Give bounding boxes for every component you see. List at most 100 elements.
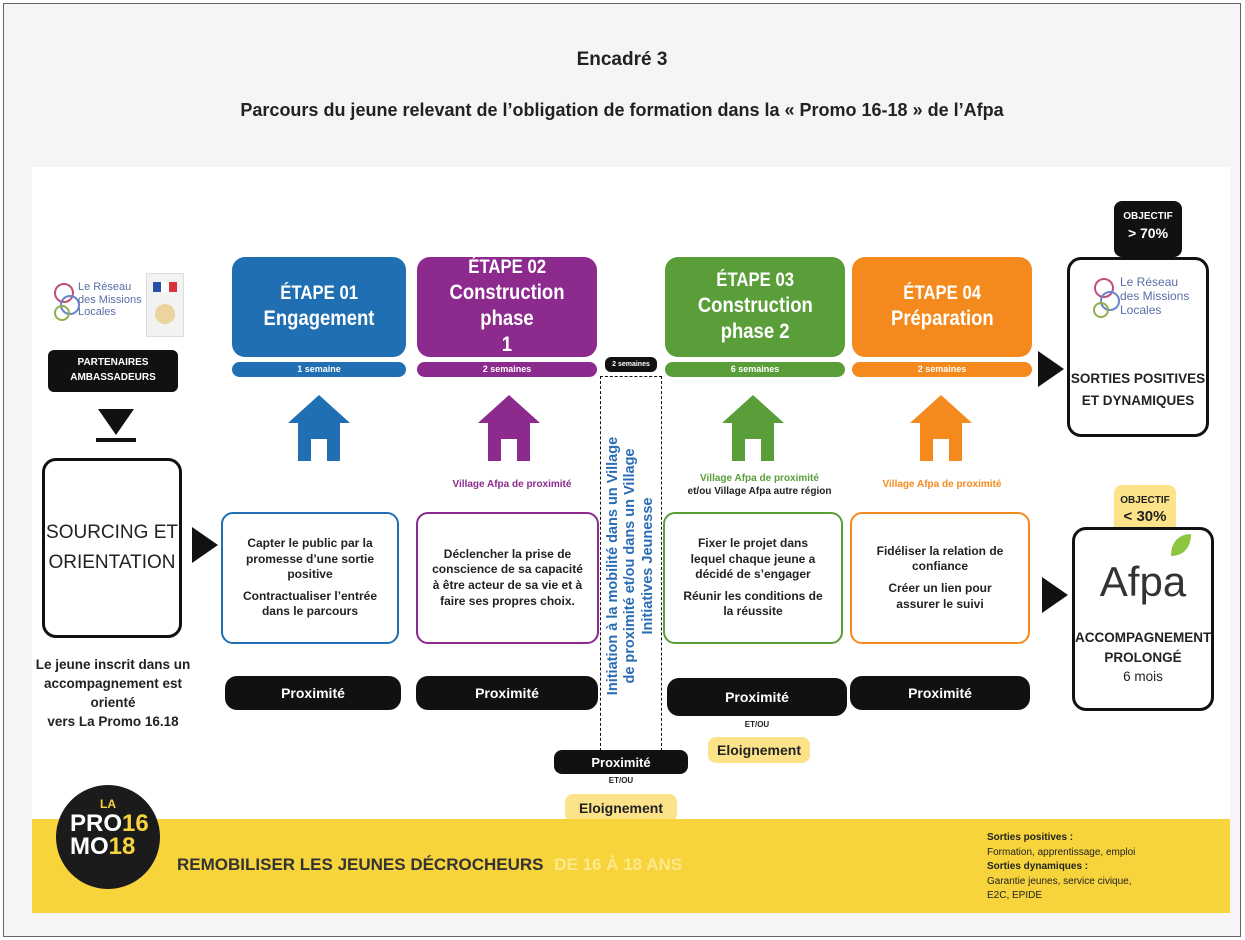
stage-2-desc-line: Déclencher la prise de conscience de sa … — [432, 546, 583, 608]
mobility-duration: 2 semaines — [605, 357, 657, 372]
slogan-text: REMOBILISER LES JEUNES DÉCROCHEURS — [177, 855, 544, 874]
stage-3-village-line: Village Afpa de proximité — [700, 473, 819, 484]
figure-title: Encadré 3 — [576, 49, 668, 70]
logo-line: Locales — [1120, 302, 1162, 317]
legend-heading: Sorties positives : — [987, 832, 1074, 843]
mobility-line: Initiation à la mobilité dans un Village — [604, 436, 621, 696]
mobility-box: Initiation à la mobilité dans un Village… — [600, 376, 662, 756]
leaf-icon — [1171, 534, 1191, 556]
stage-3-name-cont: phase 2 — [720, 319, 790, 343]
logo-swirl-icon — [1093, 278, 1120, 318]
promo-badge: LA PRO16 MO18 — [56, 785, 160, 889]
logo-line: des Missions — [1120, 288, 1190, 303]
stage-3-desc-line: Réunir les conditions de la réussite — [683, 588, 823, 619]
stage-4-proximity: Proximité — [850, 676, 1030, 710]
figure-frame: Encadré 3 Parcours du jeune relevant de … — [3, 3, 1241, 937]
footer-bar: REMOBILISER LES JEUNES DÉCROCHEURS DE 16… — [32, 819, 1230, 913]
arrow-down-icon — [98, 409, 134, 435]
stage-3-duration: 6 semaines — [665, 362, 845, 377]
stage-3-desc-line: Fixer le projet dans lequel chaque jeune… — [690, 536, 816, 582]
support-line: PROLONGÉ — [1104, 649, 1182, 665]
legend-text: E2C, EPIDE — [987, 890, 1043, 901]
objective-2-value: < 30% — [1123, 508, 1167, 525]
stage-4-desc-line: Fidéliser la relation de confiance — [876, 543, 1004, 574]
note-line: orienté — [90, 694, 136, 710]
logo-swirl-icon — [54, 283, 80, 321]
mobility-line: de proximité et/ou dans un Village — [622, 448, 639, 684]
sourcing-line: SOURCING ET — [46, 521, 178, 543]
stage-3-header: ÉTAPE 03 Construction phase 2 — [665, 257, 845, 357]
stage-3-proximity: Proximité — [667, 678, 847, 716]
mobility-proximity: Proximité — [554, 750, 688, 774]
house-icon — [910, 395, 972, 461]
badge-mo: MO — [70, 832, 109, 860]
stage-1-number: ÉTAPE 01 — [280, 283, 358, 304]
partners-badge: PARTENAIRES AMBASSADEURS — [48, 350, 178, 392]
sourcing-line: ORIENTATION — [48, 552, 176, 573]
mobility-line: Initiatives Jeunesse — [639, 497, 656, 635]
stage-1-description: Capter le public par la promesse d’une s… — [221, 512, 399, 644]
house-icon — [722, 395, 784, 461]
badge-18: 18 — [108, 832, 136, 860]
stage-3-etou: ET/OU — [744, 720, 770, 729]
partners-line: AMBASSADEURS — [70, 372, 156, 383]
objective-1-badge: OBJECTIF > 70% — [1114, 201, 1182, 257]
logo-line: Le Réseau — [78, 281, 132, 293]
diagram-canvas: Le Réseau des Missions Locales PARTENAIR… — [32, 167, 1230, 913]
stage-1-desc-line: Contractualiser l’entrée dans le parcour… — [242, 588, 378, 619]
stage-3-village: Village Afpa de proximité et/ou Village … — [672, 473, 847, 497]
note-line: vers La Promo 16.18 — [47, 713, 179, 729]
objective-1-label: OBJECTIF — [1123, 211, 1173, 222]
positive-exits-box: Le Réseau des Missions Locales SORTIES P… — [1067, 257, 1209, 437]
exits-line: SORTIES POSITIVES — [1070, 371, 1206, 386]
stage-4-number: ÉTAPE 04 — [903, 283, 981, 304]
legend-text: Garantie jeunes, service civique, — [987, 875, 1132, 887]
stage-2-village: Village Afpa de proximité — [452, 479, 572, 490]
sourcing-box: SOURCING ET ORIENTATION — [42, 458, 182, 638]
badge-la: LA — [100, 797, 116, 811]
stage-1-header: ÉTAPE 01 Engagement — [232, 257, 406, 357]
arrow-down-bar — [96, 438, 136, 442]
exits-line: ET DYNAMIQUES — [1081, 392, 1195, 408]
stage-1-proximity: Proximité — [225, 676, 401, 710]
logo-line: Le Réseau — [1120, 275, 1179, 289]
legend-text: Formation, apprentissage, emploi — [987, 846, 1136, 858]
logo-line: des Missions — [78, 293, 142, 306]
stage-3-description: Fixer le projet dans lequel chaque jeune… — [663, 512, 843, 644]
arrow-right-icon — [1038, 351, 1064, 387]
partners-line: PARTENAIRES — [77, 357, 149, 368]
stage-2-number: ÉTAPE 02 — [468, 256, 546, 278]
stage-4-village: Village Afpa de proximité — [882, 479, 1002, 490]
note-line: accompagnement est — [43, 675, 183, 691]
stage-4-duration: 2 semaines — [852, 362, 1032, 377]
legend-heading: Sorties dynamiques : — [987, 861, 1089, 872]
stage-3-eloignement: Eloignement — [708, 737, 810, 763]
support-line: ACCOMPAGNEMENT — [1075, 630, 1212, 645]
prolonged-support-box: Afpa ACCOMPAGNEMENT PROLONGÉ 6 mois — [1072, 527, 1214, 711]
stage-2-name: Construction phase — [449, 280, 565, 330]
support-line: 6 mois — [1123, 669, 1163, 685]
badge-pro: PRO — [70, 810, 123, 837]
house-icon — [478, 395, 540, 461]
house-icon — [288, 395, 350, 461]
exits-legend: Sorties positives : Formation, apprentis… — [987, 831, 1227, 904]
missions-locales-logo: Le Réseau des Missions Locales — [48, 267, 188, 342]
orientation-note: Le jeune inscrit dans un accompagnement … — [32, 656, 194, 732]
stage-4-desc-line: Créer un lien pour assurer le suivi — [888, 581, 992, 611]
slogan: REMOBILISER LES JEUNES DÉCROCHEURS DE 16… — [177, 855, 682, 875]
arrow-right-icon — [192, 527, 218, 563]
stage-2-duration: 2 semaines — [417, 362, 597, 377]
figure-subtitle: Parcours du jeune relevant de l’obligati… — [240, 100, 1004, 120]
objective-2-label: OBJECTIF — [1120, 495, 1170, 506]
stage-1-duration: 1 semaine — [232, 362, 406, 377]
afpa-logo: Afpa — [1099, 558, 1187, 605]
objective-1-value: > 70% — [1127, 225, 1169, 241]
stage-3-number: ÉTAPE 03 — [716, 269, 794, 291]
stage-2-proximity: Proximité — [416, 676, 598, 710]
badge-16: 16 — [122, 810, 149, 837]
stage-4-description: Fidéliser la relation de confiance Créer… — [850, 512, 1030, 644]
stage-2-header: ÉTAPE 02 Construction phase 1 — [417, 257, 597, 357]
logo-line: Locales — [78, 306, 116, 319]
stage-2-description: Déclencher la prise de conscience de sa … — [416, 512, 599, 644]
stage-2-name-cont: 1 — [501, 333, 513, 356]
